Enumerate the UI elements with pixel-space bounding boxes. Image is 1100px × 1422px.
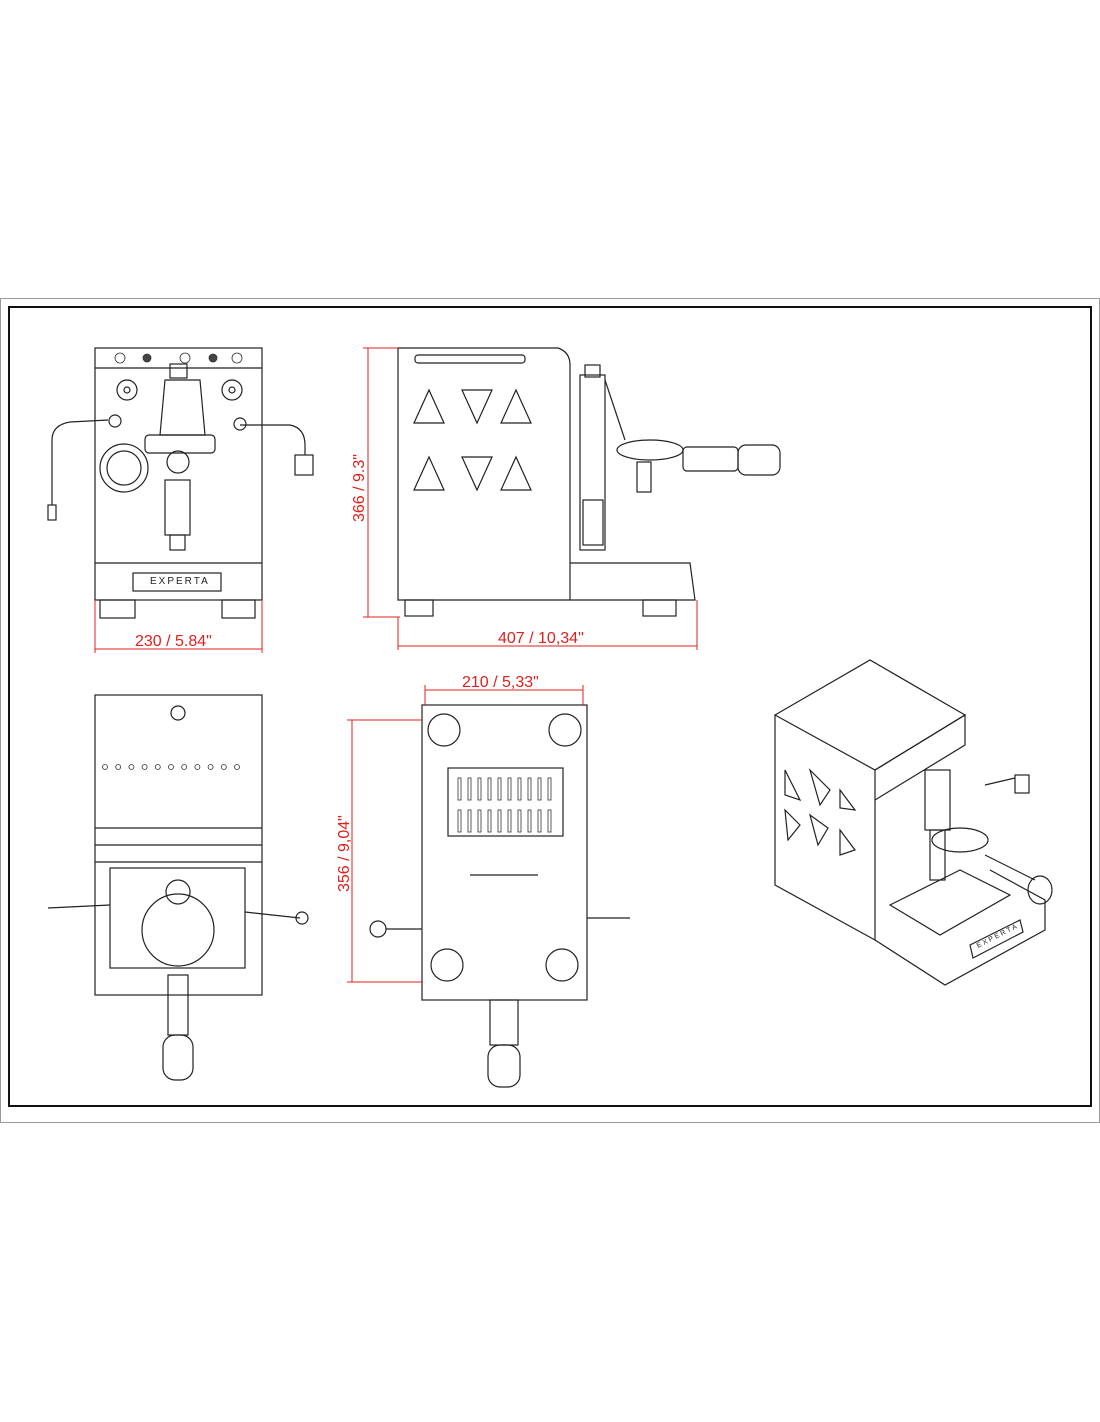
front-width-label: 230 / 5.84" <box>135 633 212 650</box>
base-slot <box>457 777 462 801</box>
top-view <box>47 694 309 1081</box>
base-slot <box>497 809 502 833</box>
base-slot <box>477 809 482 833</box>
base-slot <box>547 777 552 801</box>
base-slot <box>547 809 552 833</box>
base-slot <box>537 777 542 801</box>
vent-hole <box>181 764 188 770</box>
base-slot <box>487 777 492 801</box>
inner-frame <box>8 306 1092 1107</box>
dimension-side-depth: 407 / 10,34" <box>397 600 698 650</box>
base-slot <box>487 809 492 833</box>
base-slot <box>537 809 542 833</box>
vent-hole <box>115 764 122 770</box>
base-slot <box>477 777 482 801</box>
base-slot <box>517 777 522 801</box>
outer-frame <box>0 298 1100 1123</box>
side-depth-label: 407 / 10,34" <box>498 630 584 647</box>
bottom-view <box>369 704 630 1088</box>
vent-hole <box>207 764 214 770</box>
base-slot <box>467 809 472 833</box>
isometric-view: EXPERTA <box>773 659 1053 986</box>
base-slot <box>517 809 522 833</box>
vent-hole <box>194 764 201 770</box>
vent-hole <box>128 764 135 770</box>
base-slot <box>497 777 502 801</box>
vent-hole <box>234 764 240 770</box>
dimension-bottom-depth: 356 / 9,04" <box>336 719 422 983</box>
vent-hole <box>141 764 148 770</box>
base-slot <box>507 777 512 801</box>
dimension-front-width: 230 / 5.84" <box>94 600 263 653</box>
vent-hole <box>168 764 174 770</box>
bottom-width-label: 210 / 5,33" <box>462 674 539 691</box>
dimension-bottom-width: 210 / 5,33" <box>424 674 584 705</box>
side-height-label: 366 / 9.3" <box>351 454 368 522</box>
base-slot <box>467 777 472 801</box>
brand-logo-front: EXPERTA <box>150 576 210 587</box>
base-slot <box>457 809 462 833</box>
vent-hole <box>220 764 227 770</box>
base-slot <box>527 777 532 801</box>
dimension-side-height: 366 / 9.3" <box>351 347 400 618</box>
side-view <box>397 347 781 617</box>
front-view: EXPERTA <box>47 347 314 619</box>
vent-hole <box>154 764 161 770</box>
base-slot <box>527 809 532 833</box>
bottom-depth-label: 356 / 9,04" <box>336 815 353 892</box>
vent-hole <box>102 764 108 770</box>
base-slot <box>507 809 512 833</box>
